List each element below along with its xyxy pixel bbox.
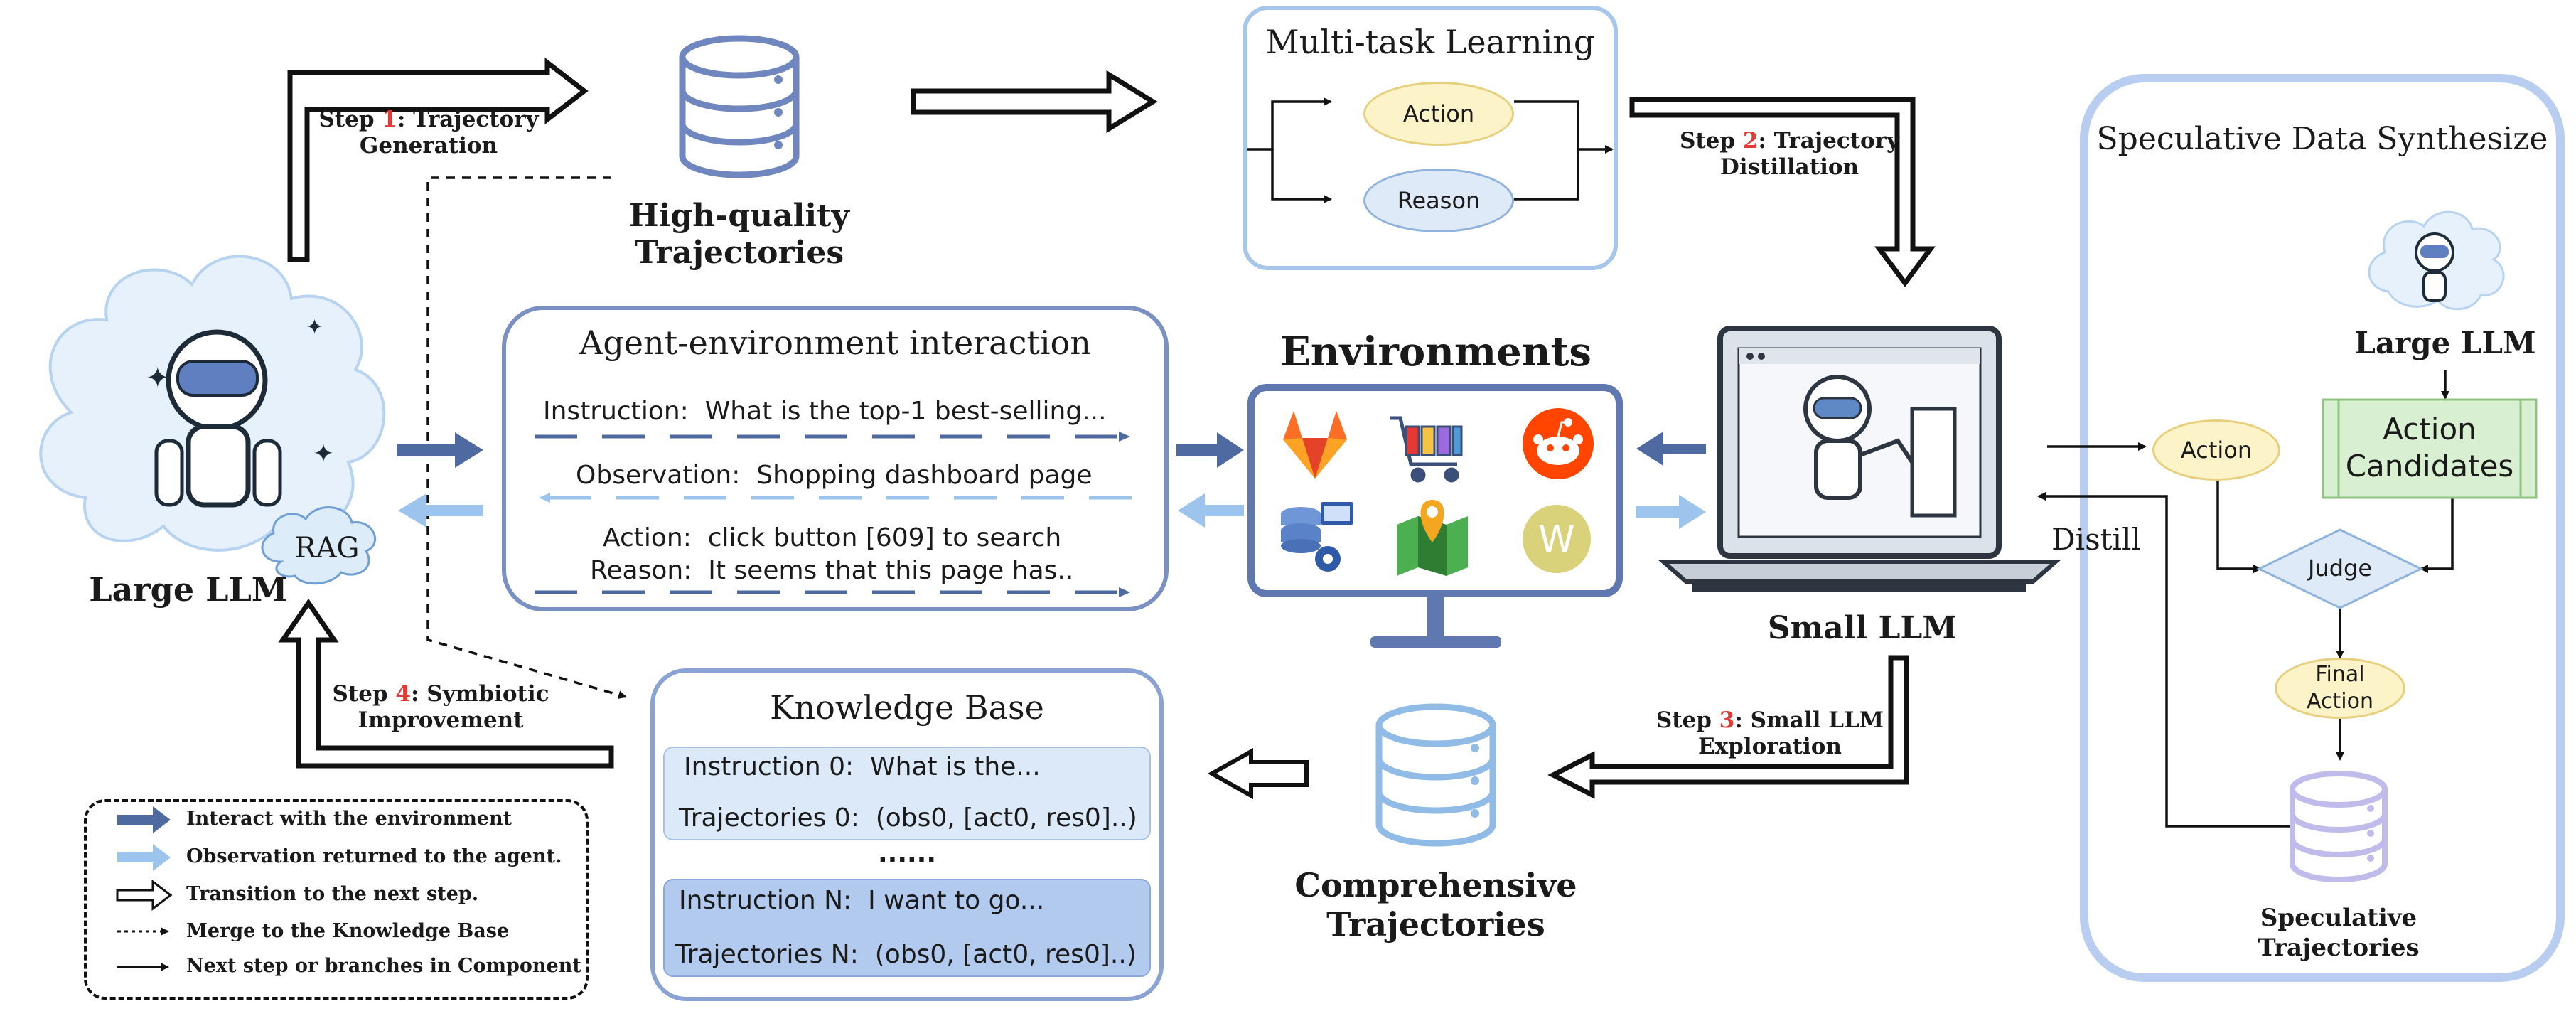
large-llm-cloud-icon: ✦ ✦ ✦	[39, 255, 386, 552]
interact-arrow-small	[1636, 432, 1706, 466]
interaction-title: Agent-environment interaction	[579, 324, 1091, 362]
speculative-database-icon	[2290, 771, 2388, 882]
hq-to-multitask-arrow	[911, 70, 1158, 134]
speculative-large-llm-label: Large LLM	[2354, 326, 2536, 360]
interaction-panel	[502, 306, 1169, 611]
judge-label: Judge	[2307, 555, 2373, 582]
knowledge-base-title: Knowledge Base	[770, 688, 1044, 727]
gitlab-icon	[1283, 411, 1347, 479]
judge-diamond	[2256, 528, 2424, 609]
environments-title: Environments	[1280, 328, 1592, 375]
small-llm-label: Small LLM	[1767, 610, 1958, 646]
wikipedia-letter: W	[1538, 518, 1574, 561]
rag-label: RAG	[294, 532, 360, 565]
distill-label: Distill	[2051, 522, 2141, 557]
comprehensive-database-icon	[1375, 703, 1496, 847]
comprehensive-to-kb-arrow	[1207, 747, 1309, 800]
step2-hollow-arrow	[1629, 97, 1936, 287]
multitask-branch-lines	[1245, 97, 1614, 203]
observation-arrow-left	[398, 493, 483, 528]
observation-arrow-small	[1636, 495, 1706, 529]
interaction-row-instruction: Instruction: What is the top-1 best-sell…	[543, 397, 1107, 426]
interact-arrow-env	[1176, 432, 1244, 468]
kb-entry-n-instruction: Instruction N: I want to go...	[679, 886, 1045, 915]
observation-arrow-env	[1178, 493, 1244, 528]
step1-hollow-arrow	[287, 57, 589, 262]
svg-text:✦: ✦	[146, 362, 170, 395]
interact-arrow-left	[397, 432, 483, 468]
speculative-large-llm-icon	[2368, 210, 2505, 311]
kb-entry-0	[663, 747, 1151, 840]
kb-entry-n-trajectory: Trajectories N: (obs0, [act0, res0]..)	[675, 940, 1137, 969]
multitask-action-oval: Action	[1363, 82, 1514, 146]
hollow-arrow-icon	[116, 879, 173, 912]
multitask-panel	[1243, 6, 1618, 270]
multitask-title: Multi-task Learning	[1265, 23, 1595, 61]
kb-entry-0-instruction: Instruction 0: What is the...	[684, 752, 1041, 781]
interaction-row-action: Action: click button [609] to search	[603, 523, 1062, 552]
svg-text:✦: ✦	[313, 439, 334, 469]
speculative-title: Speculative Data Synthesize	[2096, 121, 2548, 157]
merge-dashed-line	[426, 176, 627, 700]
svg-text:✦: ✦	[306, 315, 323, 340]
rag-cloud-icon	[261, 506, 376, 585]
kb-entry-0-trajectory: Trajectories 0: (obs0, [act0, res0]..)	[679, 803, 1137, 833]
interaction-row-observation: Observation: Shopping dashboard page	[576, 461, 1093, 490]
wikipedia-icon: W	[1523, 505, 1591, 573]
small-llm-laptop-icon	[1658, 326, 2061, 592]
legend-icons	[116, 806, 173, 971]
speculative-action-oval: Action	[2152, 419, 2280, 481]
speculative-flow-lines	[2037, 370, 2454, 828]
map-icon	[1397, 500, 1468, 576]
kb-entry-n	[663, 879, 1151, 977]
shopping-cart-icon	[1390, 416, 1463, 483]
light-blue-arrow-icon	[117, 844, 171, 871]
knowledge-base-panel	[650, 668, 1164, 1001]
legend-item-observation: Observation returned to the agent.	[186, 845, 562, 867]
reddit-icon	[1523, 408, 1594, 479]
legend-box	[84, 799, 589, 1000]
multitask-reason-oval: Reason	[1363, 169, 1514, 232]
interaction-row-reason: Reason: It seems that this page has..	[590, 556, 1074, 585]
interaction-dash-lines	[535, 432, 1132, 597]
hq-database-icon	[679, 35, 800, 178]
legend-item-next-step: Next step or branches in Component	[186, 955, 581, 977]
step4-hollow-arrow	[278, 598, 614, 769]
action-candidates-box	[2322, 398, 2538, 499]
kb-ellipsis: ......	[877, 839, 937, 868]
large-llm-label: Large LLM	[89, 570, 288, 609]
dark-blue-arrow-icon	[117, 806, 171, 833]
legend-item-interact: Interact with the environment	[186, 808, 512, 830]
step3-hollow-arrow	[1547, 655, 1909, 799]
legend-item-merge: Merge to the Knowledge Base	[186, 920, 510, 942]
cms-admin-icon	[1281, 502, 1353, 572]
legend-item-transition: Transition to the next step.	[186, 883, 479, 905]
